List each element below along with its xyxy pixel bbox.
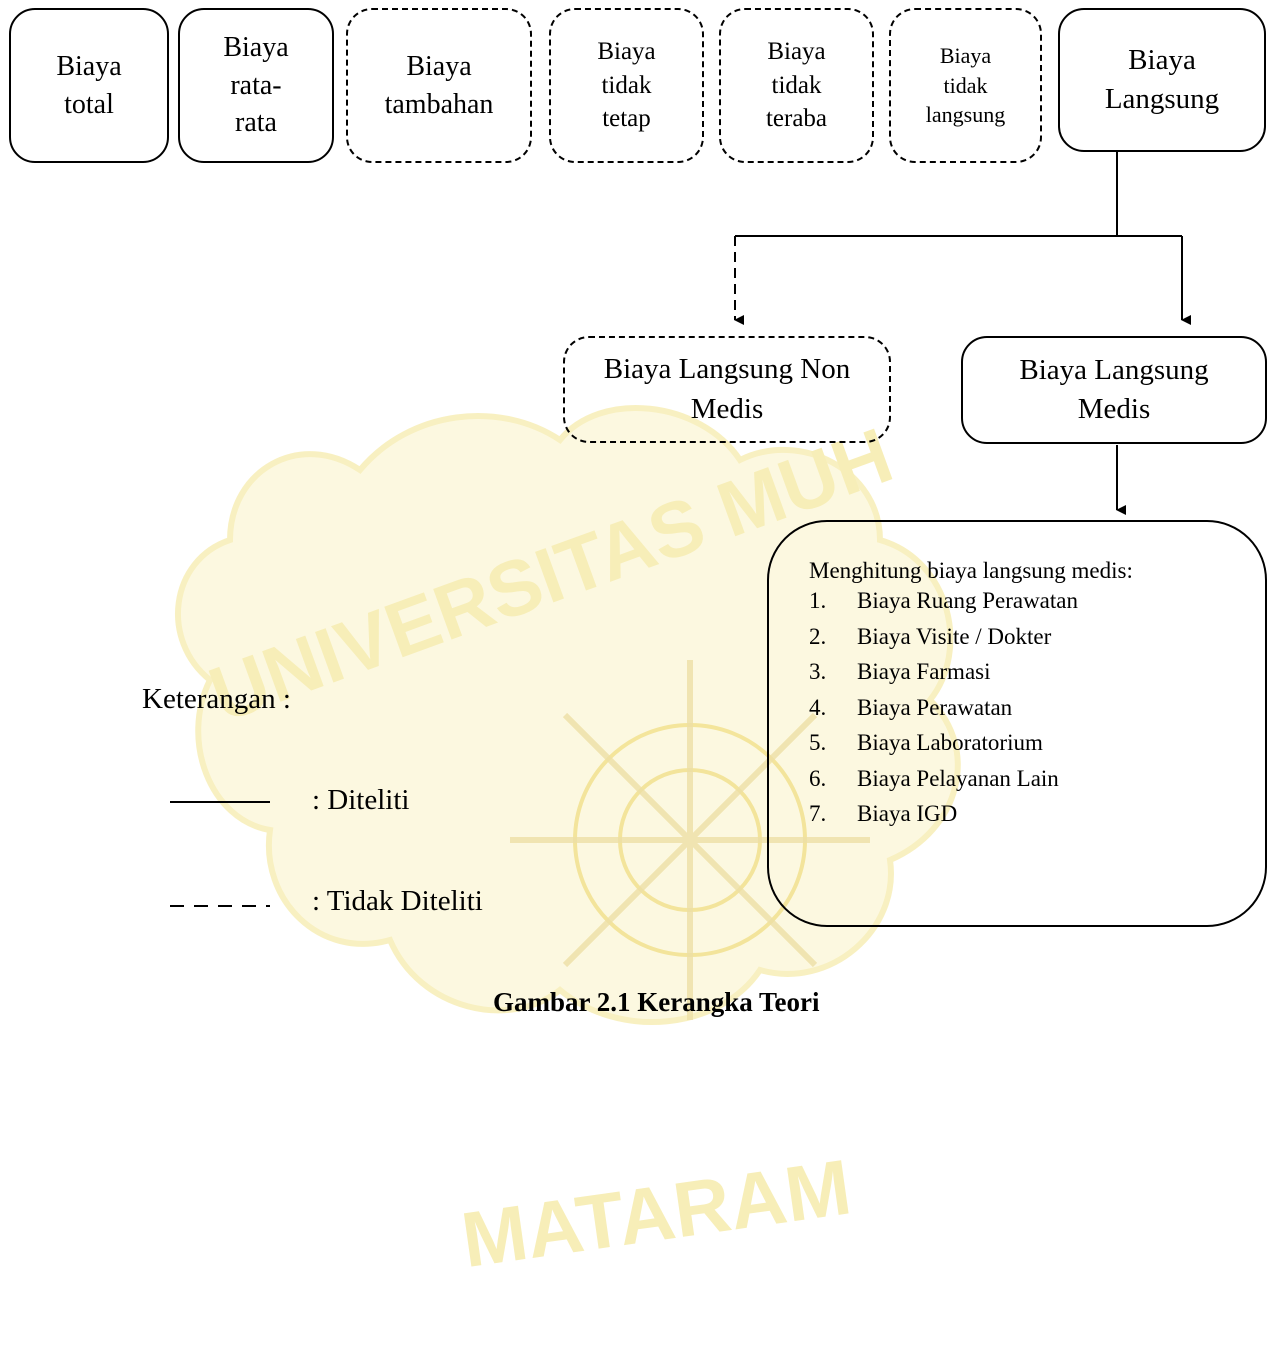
legend-title: Keterangan : [142, 683, 291, 715]
box-biaya-langsung-medis: Biaya Langsung Medis [961, 336, 1267, 444]
list-item: 4.Biaya Perawatan [809, 694, 1013, 720]
list-item: 3.Biaya Farmasi [809, 659, 991, 684]
list-item: 1.Biaya Ruang Perawatan [809, 588, 1078, 613]
list-item: 2.Biaya Visite / Dokter [809, 623, 1052, 649]
box-biaya-tidak-tetap: Biaya tidak tetap [549, 8, 704, 163]
list-item: 7.Biaya IGD [809, 801, 958, 826]
detail-title: Menghitung biaya langsung medis: [809, 558, 1133, 583]
legend-solid-label: : Diteliti [312, 784, 410, 816]
detail-list: 1.Biaya Ruang Perawatan 2.Biaya Visite /… [809, 588, 1245, 837]
figure-caption: Gambar 2.1 Kerangka Teori [493, 987, 820, 1017]
legend-dashed-label: : Tidak Diteliti [312, 885, 483, 917]
box-biaya-tambahan: Biaya tambahan [346, 8, 532, 163]
detail-box-biaya-langsung-medis: Menghitung biaya langsung medis: 1.Biaya… [767, 520, 1267, 927]
list-item: 6.Biaya Pelayanan Lain [809, 765, 1059, 791]
box-biaya-tidak-teraba: Biaya tidak teraba [719, 8, 874, 163]
box-biaya-total: Biaya total [9, 8, 169, 163]
box-biaya-tidak-langsung: Biaya tidak langsung [889, 8, 1042, 163]
box-biaya-langsung: Biaya Langsung [1058, 8, 1266, 152]
list-item: 5.Biaya Laboratorium [809, 730, 1043, 755]
box-biaya-langsung-non-medis: Biaya Langsung Non Medis [563, 336, 891, 443]
box-biaya-rata-rata: Biaya rata- rata [178, 8, 334, 163]
